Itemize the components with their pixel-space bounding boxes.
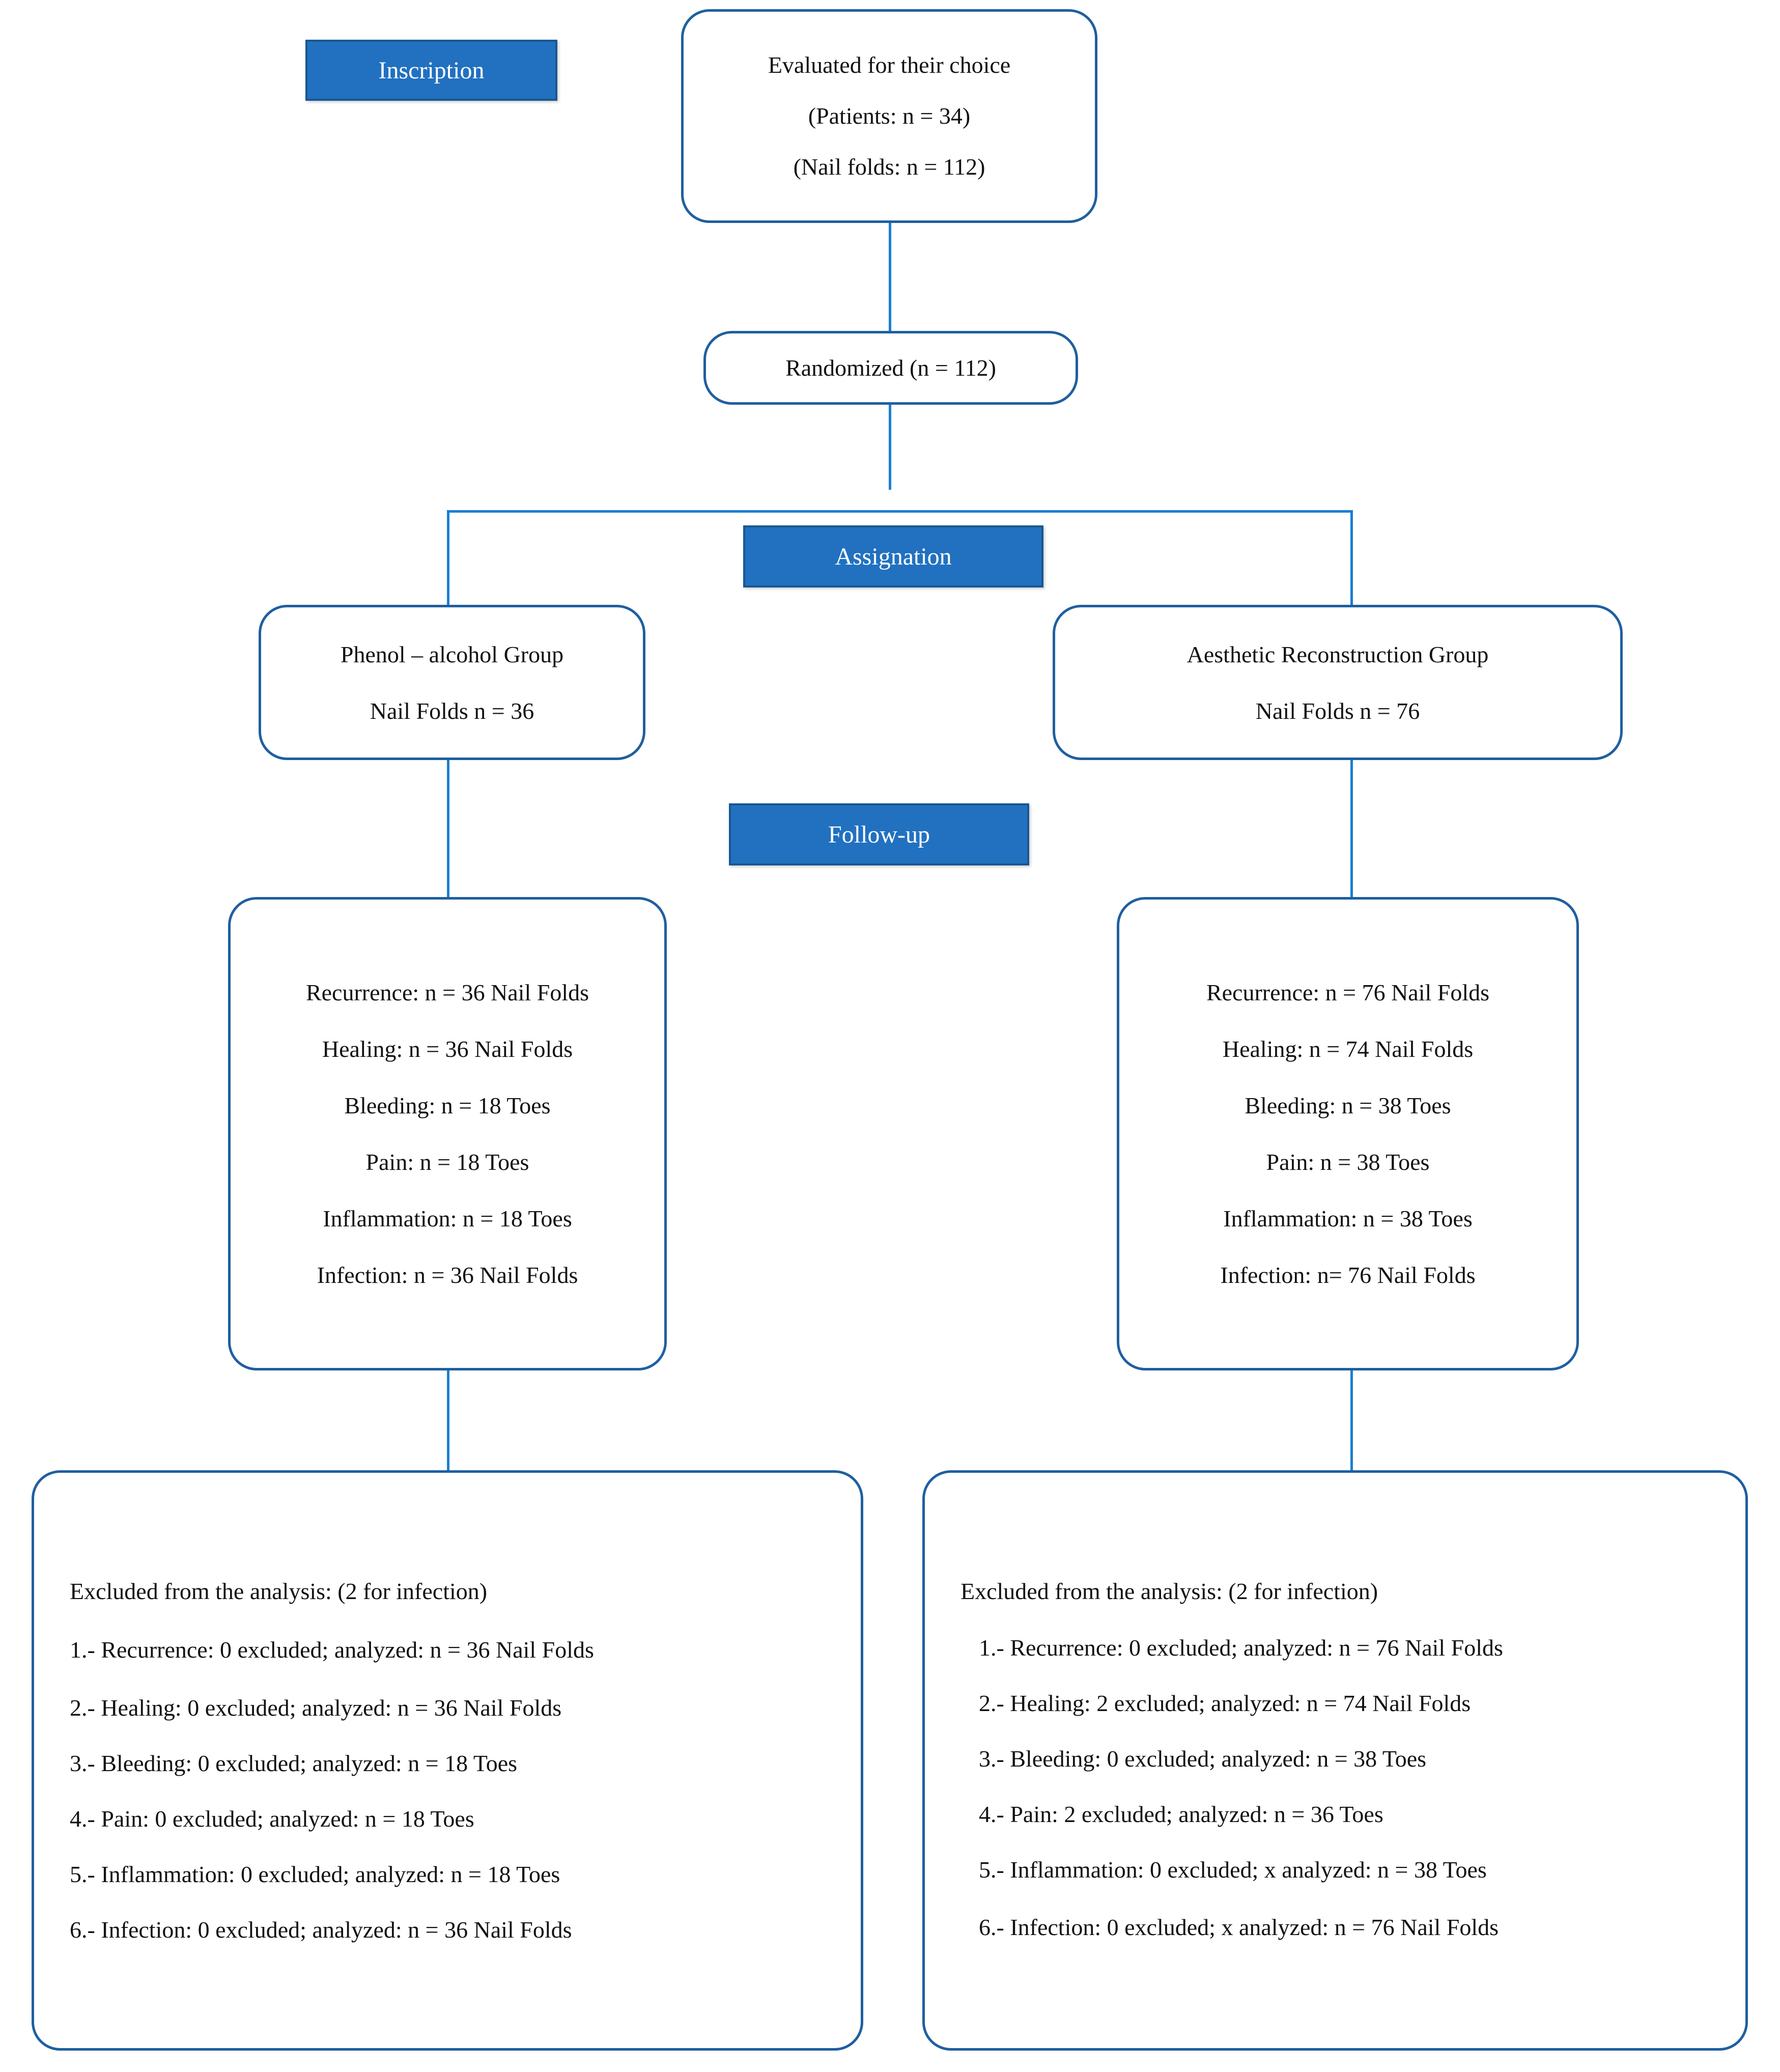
followup-left-item-3: Bleeding: n = 18 Toes [344,1093,551,1118]
node-followup-left: Recurrence: n = 36 Nail Folds Healing: n… [228,897,667,1370]
node-group-phenol-alcohol: Phenol – alcohol Group Nail Folds n = 36 [259,605,645,760]
stage-label-followup: Follow-up [729,803,1029,865]
evaluated-line-3: (Nail folds: n = 112) [793,154,985,180]
analysis-left-item-3: 3.- Bleeding: 0 excluded; analyzed: n = … [70,1750,518,1777]
followup-left-item-6: Infection: n = 36 Nail Folds [317,1262,578,1288]
connector-right-group-to-right-followup [1350,759,1353,899]
node-analysis-left: Excluded from the analysis: (2 for infec… [32,1470,863,2051]
connector-split-to-left-group [447,510,449,607]
node-group-aesthetic-reconstruction: Aesthetic Reconstruction Group Nail Fold… [1053,605,1623,760]
analysis-right-item-4: 4.- Pain: 2 excluded; analyzed: n = 36 T… [979,1801,1383,1827]
right-group-name: Aesthetic Reconstruction Group [1186,641,1489,667]
connector-left-followup-to-left-analysis [447,1369,449,1471]
node-followup-right: Recurrence: n = 76 Nail Folds Healing: n… [1117,897,1579,1370]
followup-right-item-5: Inflammation: n = 38 Toes [1223,1206,1473,1231]
connector-randomized-to-split [889,402,891,490]
stage-label-inscription: Inscription [305,40,557,101]
analysis-right-item-2: 2.- Healing: 2 excluded; analyzed: n = 7… [979,1690,1471,1716]
left-group-name: Phenol – alcohol Group [340,641,564,667]
analysis-left-item-2: 2.- Healing: 0 excluded; analyzed: n = 3… [70,1695,562,1721]
followup-left-item-4: Pain: n = 18 Toes [365,1149,529,1175]
connector-left-group-to-left-followup [447,759,449,899]
stage-inscription-text: Inscription [378,57,485,84]
analysis-right-header: Excluded from the analysis: (2 for infec… [960,1578,1378,1604]
stage-label-assignation: Assignation [743,525,1043,587]
analysis-right-item-1: 1.- Recurrence: 0 excluded; analyzed: n … [979,1634,1503,1661]
analysis-left-header: Excluded from the analysis: (2 for infec… [70,1578,488,1604]
followup-right-item-6: Infection: n= 76 Nail Folds [1220,1262,1476,1288]
evaluated-line-2: (Patients: n = 34) [808,103,971,129]
analysis-left-item-6: 6.- Infection: 0 excluded; analyzed: n =… [70,1917,572,1943]
left-group-count: Nail Folds n = 36 [370,697,534,724]
node-randomized: Randomized (n = 112) [703,331,1078,405]
followup-right-item-4: Pain: n = 38 Toes [1266,1149,1430,1175]
analysis-right-item-6: 6.- Infection: 0 excluded; x analyzed: n… [979,1914,1499,1940]
randomized-label: Randomized (n = 112) [785,355,996,381]
node-analysis-right: Excluded from the analysis: (2 for infec… [922,1470,1748,2051]
analysis-right-item-5: 5.- Inflammation: 0 excluded; x analyzed… [979,1856,1487,1883]
followup-right-item-3: Bleeding: n = 38 Toes [1245,1093,1451,1118]
right-group-count: Nail Folds n = 76 [1255,697,1420,724]
analysis-right-item-3: 3.- Bleeding: 0 excluded; analyzed: n = … [979,1745,1427,1772]
evaluated-line-1: Evaluated for their choice [768,52,1011,78]
connector-split-horizontal [447,510,1353,513]
analysis-left-item-1: 1.- Recurrence: 0 excluded; analyzed: n … [70,1636,594,1663]
stage-followup-text: Follow-up [828,821,930,848]
stage-assignation-text: Assignation [835,543,952,570]
connector-right-followup-to-right-analysis [1350,1369,1353,1471]
analysis-left-item-4: 4.- Pain: 0 excluded; analyzed: n = 18 T… [70,1806,474,1832]
followup-left-item-5: Inflammation: n = 18 Toes [323,1206,572,1231]
connector-enrollment-to-randomized [889,219,891,333]
followup-left-item-2: Healing: n = 36 Nail Folds [322,1036,573,1062]
connector-split-to-right-group [1350,510,1353,607]
node-evaluated-for-choice: Evaluated for their choice (Patients: n … [681,9,1097,223]
analysis-left-item-5: 5.- Inflammation: 0 excluded; analyzed: … [70,1861,560,1888]
followup-left-item-1: Recurrence: n = 36 Nail Folds [305,979,589,1005]
followup-right-item-2: Healing: n = 74 Nail Folds [1222,1036,1474,1062]
followup-right-item-1: Recurrence: n = 76 Nail Folds [1206,979,1490,1005]
